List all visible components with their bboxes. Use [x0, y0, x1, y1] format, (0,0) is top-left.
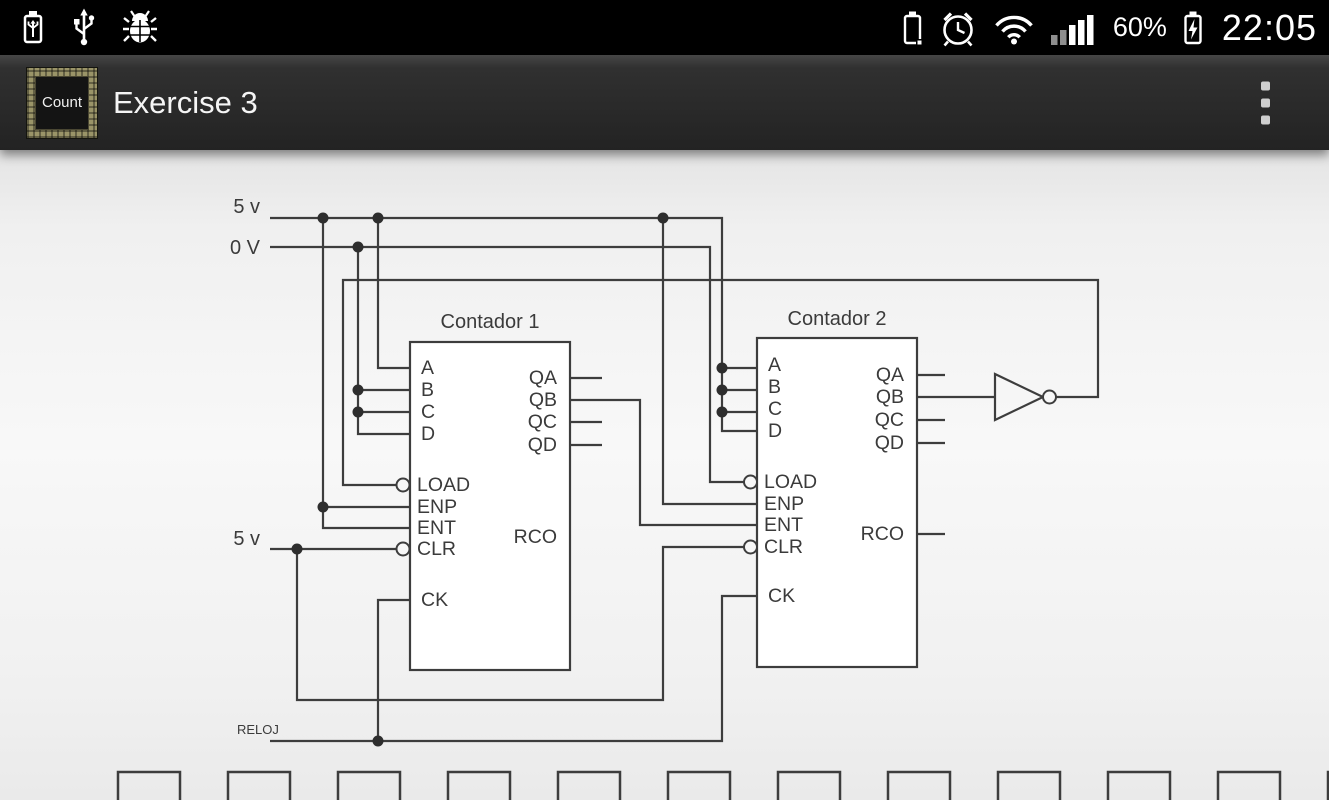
wires-group	[270, 216, 1100, 743]
pin-label: RCO	[861, 523, 904, 545]
clock-label: RELOJ	[237, 722, 279, 737]
pin-label: QB	[876, 386, 904, 408]
junction-dots-group	[291, 212, 728, 747]
pin-label: CK	[421, 589, 448, 611]
pin-label: RCO	[514, 526, 557, 548]
counter1-load-bubble	[395, 477, 411, 493]
pin-label: A	[421, 357, 434, 379]
counter2-title: Contador 2	[788, 308, 887, 330]
pin-label: QB	[529, 389, 557, 411]
source-labels: 5 v 0 V 5 v RELOJ	[230, 196, 279, 737]
pin-label: CLR	[417, 538, 456, 560]
counter2-block: Contador 2 A B C D LOAD ENP ENT CLR CK Q…	[743, 308, 919, 669]
pin-label: QC	[528, 411, 557, 433]
pin-label: ENT	[417, 517, 456, 539]
counter1-box	[408, 340, 572, 672]
pin-label: C	[421, 401, 435, 423]
alarm-icon	[943, 11, 973, 46]
vcc-clr-label: 5 v	[233, 528, 260, 550]
usb-icon	[74, 8, 95, 45]
app-icon-label: Count	[41, 94, 83, 111]
pin-label: CLR	[764, 536, 803, 558]
pin-label: D	[421, 423, 435, 445]
status-bar: 60% 22:05	[0, 0, 1329, 55]
pin-label: LOAD	[417, 474, 470, 496]
usb-battery-icon	[23, 10, 43, 43]
pin-label: B	[421, 379, 434, 401]
vcc-top-label: 5 v	[233, 196, 260, 218]
status-right-cluster: 60% 22:05	[900, 7, 1329, 49]
counter1-title: Contador 1	[441, 311, 540, 333]
pin-label: ENP	[764, 493, 804, 515]
debug-bug-icon	[123, 9, 157, 42]
circuit-canvas[interactable]: Contador 1 A B C D LOAD ENP ENT CLR CK Q…	[0, 150, 1329, 800]
battery-charging-icon	[1184, 11, 1202, 44]
clock-time: 22:05	[1221, 6, 1317, 48]
status-left-icons	[0, 6, 160, 50]
counter1-block: Contador 1 A B C D LOAD ENP ENT CLR CK Q…	[395, 311, 572, 672]
counter2-box	[755, 336, 919, 669]
pin-label: QA	[876, 364, 904, 386]
content-area: Contador 1 A B C D LOAD ENP ENT CLR CK Q…	[0, 150, 1329, 800]
counter1-clr-bubble	[395, 541, 411, 557]
pin-label: D	[768, 420, 782, 442]
pin-label: LOAD	[764, 471, 817, 493]
pin-label: QD	[528, 434, 557, 456]
app-icon[interactable]: Count	[27, 67, 97, 138]
gnd-label: 0 V	[230, 237, 261, 259]
wifi-icon	[995, 15, 1033, 44]
overflow-dot	[1261, 81, 1270, 90]
inverter-triangle	[993, 372, 1046, 422]
signal-icon	[1050, 14, 1094, 45]
pin-label: C	[768, 398, 782, 420]
overflow-dot	[1261, 115, 1270, 124]
pin-label: QA	[529, 367, 557, 389]
counter2-load-bubble	[743, 474, 758, 490]
overflow-dot	[1261, 98, 1270, 107]
overflow-menu-button[interactable]	[1253, 73, 1278, 132]
pin-label: CK	[768, 585, 795, 607]
pin-label: QD	[875, 432, 904, 454]
pin-label: B	[768, 376, 781, 398]
inverter-bubble	[1042, 389, 1057, 405]
inverter-gate	[993, 372, 1057, 422]
counter2-clr-bubble	[743, 539, 758, 555]
battery-empty-icon	[903, 11, 922, 45]
pin-label: ENP	[417, 496, 457, 518]
page-title: Exercise 3	[113, 84, 258, 120]
pin-label: QC	[875, 409, 904, 431]
battery-percent: 60%	[1112, 12, 1167, 42]
clock-waveform	[116, 770, 1329, 800]
pin-label: A	[768, 354, 781, 376]
action-bar: Count Exercise 3	[0, 55, 1329, 150]
app-icon-chip: Count	[35, 75, 89, 130]
pin-label: ENT	[764, 514, 803, 536]
